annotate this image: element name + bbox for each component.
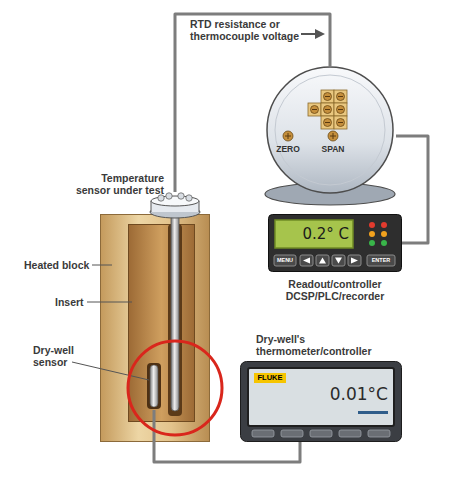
- controller-body: [241, 362, 402, 442]
- status-led: [381, 231, 387, 237]
- insert-shape: [128, 224, 195, 422]
- status-led: [369, 240, 375, 246]
- button-label: ENTER: [367, 257, 395, 264]
- dry-well-controller: Dry-well's thermometer/controllerFLUKE0.…: [240, 361, 402, 442]
- button: [348, 255, 361, 266]
- button-label: MENU: [274, 257, 296, 264]
- sensor-terminal: [166, 193, 172, 199]
- button: [367, 255, 395, 266]
- terminal-screw: [324, 93, 332, 101]
- lcd-screen: [275, 220, 353, 248]
- readout-controller-shape: [268, 214, 402, 272]
- signal-arrow-shaft: [301, 33, 317, 35]
- status-led: [369, 222, 375, 228]
- terminal-screw: [337, 106, 345, 114]
- button-arrow: [335, 258, 342, 264]
- button: [332, 255, 345, 266]
- heated-block: Heated blockInsertDry-well sensor: [100, 214, 210, 442]
- terminal-cell: [334, 90, 347, 103]
- transmitter-shape: [264, 66, 396, 206]
- adjust-screw: [283, 131, 293, 141]
- screw-slot: [338, 122, 343, 123]
- display-value: 0.01°C: [296, 384, 388, 404]
- part-label: Readout/controller DCSP/PLC/recorder: [258, 278, 412, 302]
- sensor-head-edge: [199, 201, 200, 212]
- readout-controller: 0.2° CMENUENTERReadout/controller DCSP/P…: [268, 214, 402, 272]
- soft-key: [281, 430, 303, 437]
- sensor-stem: [171, 208, 179, 411]
- display-value: 0.2° C: [275, 225, 349, 243]
- status-led: [381, 240, 387, 246]
- terminal-cell: [321, 116, 334, 129]
- housing-face: [267, 67, 393, 193]
- terminal-screw: [337, 93, 345, 101]
- screw-slot: [338, 109, 343, 110]
- screw-slot: [333, 133, 334, 139]
- screw-slot: [325, 122, 330, 123]
- button-arrow: [319, 258, 326, 264]
- terminal-cell: [334, 103, 347, 116]
- signal-label: RTD resistance or thermocouple voltage: [190, 18, 308, 42]
- terminal-cell: [334, 116, 347, 129]
- screw-slot: [338, 96, 343, 97]
- brand-badge: [254, 373, 286, 383]
- insert-body: [129, 225, 195, 422]
- leader-line: [92, 265, 112, 266]
- readout-body: [269, 215, 402, 272]
- sensor-well: [147, 363, 161, 409]
- brand-logo: FLUKE: [254, 373, 286, 383]
- button: [300, 255, 313, 266]
- terminal-cell: [308, 103, 321, 116]
- status-led: [369, 231, 375, 237]
- soft-key: [339, 430, 361, 437]
- sensor-terminal: [186, 195, 192, 201]
- terminal-screw: [311, 106, 319, 114]
- button: [274, 255, 296, 266]
- sensor-terminal: [178, 193, 184, 199]
- insert-bore: [168, 224, 182, 416]
- adjust-label: ZERO: [272, 144, 304, 154]
- housing-ring: [275, 75, 385, 185]
- screw-slot: [288, 133, 289, 139]
- stability-bar: [358, 411, 388, 414]
- leader-line: [87, 302, 132, 303]
- button-arrow: [303, 258, 310, 264]
- part-label: Dry-well's thermometer/controller: [256, 333, 381, 357]
- adjust-label: SPAN: [317, 144, 349, 154]
- terminal-screw: [324, 119, 332, 127]
- sensor-head-edge: [151, 201, 152, 212]
- adjust-screw: [328, 131, 338, 141]
- button-arrow: [351, 258, 358, 264]
- soft-key: [310, 430, 332, 437]
- soft-key: [252, 430, 274, 437]
- probe-body: [150, 365, 158, 407]
- temperature-sensor-shape: [148, 192, 202, 412]
- dry-well-sensor-shape: [146, 362, 162, 410]
- heated-block-body: [101, 215, 210, 442]
- button: [316, 255, 329, 266]
- transmitter: ZERO SPAN: [264, 66, 396, 206]
- soft-key: [368, 430, 390, 437]
- temperature-sensor: Temperature sensor under test: [148, 192, 202, 412]
- terminal-screw: [324, 106, 332, 114]
- controller-screen: [248, 368, 394, 426]
- screw-slot: [325, 109, 330, 110]
- dry-well-sensor: Dry-well sensor: [146, 362, 162, 410]
- status-led: [381, 222, 387, 228]
- terminal-screw: [337, 119, 345, 127]
- terminal-cell: [321, 103, 334, 116]
- terminal-cell: [321, 90, 334, 103]
- screw-slot: [312, 109, 317, 110]
- part-label: Temperature sensor under test: [72, 172, 164, 196]
- insert: Insert: [128, 224, 195, 422]
- signal-arrow-head: [315, 29, 325, 39]
- screw-slot: [325, 96, 330, 97]
- part-label: Heated block: [24, 259, 94, 271]
